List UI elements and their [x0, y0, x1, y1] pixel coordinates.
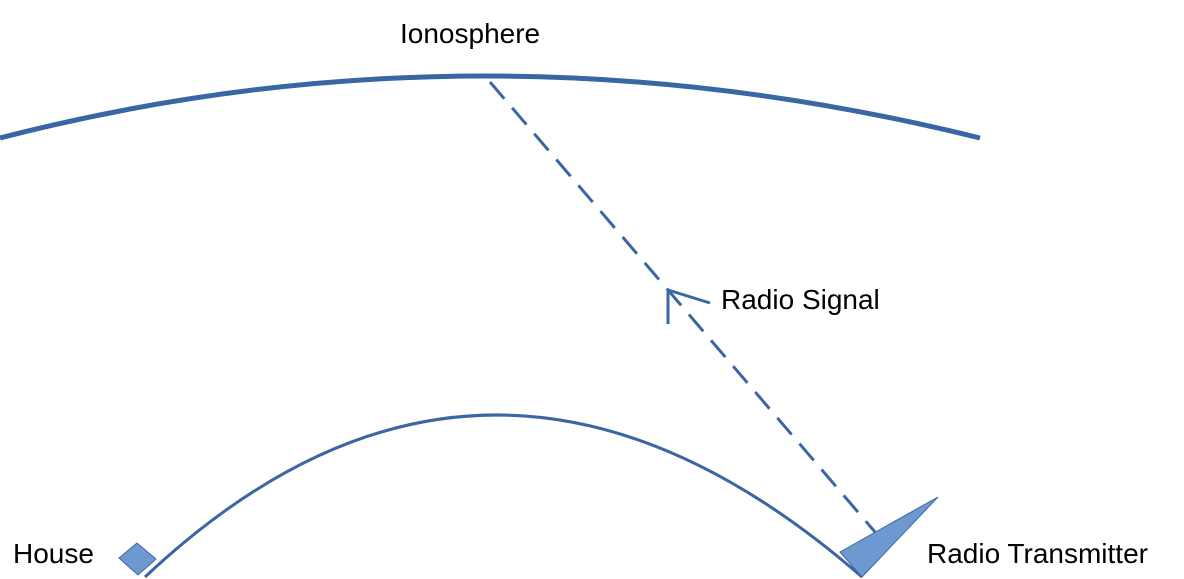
house-icon	[118, 542, 157, 576]
house-label: House	[13, 538, 94, 569]
radio-signal-label: Radio Signal	[721, 284, 880, 315]
ionosphere-arc	[0, 73, 981, 141]
radio-transmitter-icon	[839, 496, 939, 578]
signal-arrow-icon	[666, 287, 711, 324]
radio-transmitter-label: Radio Transmitter	[927, 538, 1148, 569]
earth-surface-arc	[143, 413, 863, 579]
ionosphere-label: Ionosphere	[400, 18, 541, 49]
radio-signal-path	[488, 81, 877, 533]
